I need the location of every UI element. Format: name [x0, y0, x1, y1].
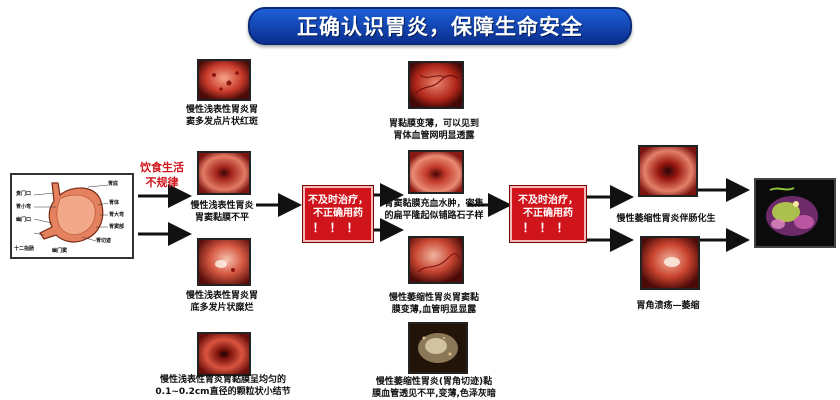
stomach-label: 贲门口 — [16, 191, 32, 197]
stomach-label: 胃窦部 — [109, 224, 125, 230]
endoscopy-image-s2-4 — [408, 322, 468, 374]
stomach-label: 十二指肠 — [14, 246, 35, 252]
stomach-label: 胃大弯 — [109, 212, 125, 218]
caption-s2-4: 慢性萎缩性胃炎(胃角切迹)黏 膜血管透见不平,变薄,色泽灰暗 — [372, 377, 496, 399]
endoscopy-image-s2-2 — [408, 150, 464, 194]
endoscopy-image-s1-4 — [197, 332, 251, 376]
final-endoscopy-image — [754, 178, 836, 248]
stomach-label: 胃小弯 — [16, 204, 32, 210]
endoscopy-image-s1-1 — [197, 59, 251, 101]
endoscopy-image-s1-3 — [197, 238, 251, 286]
endoscopy-image-s2-3 — [408, 236, 464, 284]
warning-line1: 不及时治疗， — [308, 194, 368, 206]
stomach-label: 幽门口 — [16, 217, 32, 223]
endoscopy-image-s3-2 — [640, 236, 700, 290]
stomach-diagram: 贲门口 胃底 胃小弯 胃体 幽门口 胃大弯 胃窦部 胃切迹 十二指肠 幽门窦 — [10, 173, 134, 259]
caption-s1-4: 慢性浅表性胃炎胃黏膜呈均匀的 0.1~0.2cm直径的颗粒状小结节 — [155, 375, 291, 397]
endoscopy-image-s2-1 — [408, 61, 464, 109]
title-banner: 正确认识胃炎，保障生命安全 — [248, 7, 632, 45]
caption-s1-2: 慢性浅表性胃炎 胃窦黏膜不平 — [190, 201, 254, 223]
caption-s1-1: 慢性浅表性胃炎胃 窦多发点片状红斑 — [185, 105, 258, 127]
tumor-image — [756, 180, 834, 246]
diet-label-line1: 饮食生活 — [140, 161, 184, 174]
stomach-illustration — [33, 182, 109, 243]
stomach-label: 胃切迹 — [96, 238, 112, 244]
warning-line2: 不正确用药 — [523, 207, 573, 219]
warning-bangs: ！！！ — [312, 220, 364, 235]
caption-s1-3: 慢性浅表性胃炎胃 底多发片状糜烂 — [185, 291, 258, 313]
diet-label: 饮食生活 不规律 — [130, 160, 194, 190]
warning-box-2: 不及时治疗， 不正确用药 ！！！ — [509, 185, 587, 243]
endoscopy-image-s1-2 — [197, 151, 251, 195]
diet-label-line2: 不规律 — [145, 176, 179, 189]
stomach-label: 胃体 — [109, 200, 120, 206]
warning-box-1: 不及时治疗， 不正确用药 ！！！ — [302, 185, 374, 243]
page-title: 正确认识胃炎，保障生命安全 — [297, 15, 583, 39]
warning-line1: 不及时治疗， — [518, 194, 578, 206]
caption-s3-1: 慢性萎缩性胃炎伴肠化生 — [616, 214, 716, 224]
endoscopy-image-s3-1 — [638, 145, 698, 197]
caption-s2-3: 慢性萎缩性胃炎胃窦黏 膜变薄,血管明显显露 — [388, 293, 479, 315]
stomach-label: 幽门窦 — [52, 248, 68, 254]
caption-s2-1: 胃黏膜变薄，可以见到 胃体血管网明显透露 — [388, 119, 479, 141]
warning-bangs: ！！！ — [522, 220, 574, 235]
caption-s3-2: 胃角溃疡—萎缩 — [636, 301, 700, 311]
warning-line2: 不正确用药 — [313, 207, 363, 219]
stomach-label: 胃底 — [108, 181, 119, 187]
caption-s2-2: 胃窦黏膜充血水肿，密集 的扁平隆起似铺路石子样 — [384, 199, 484, 221]
